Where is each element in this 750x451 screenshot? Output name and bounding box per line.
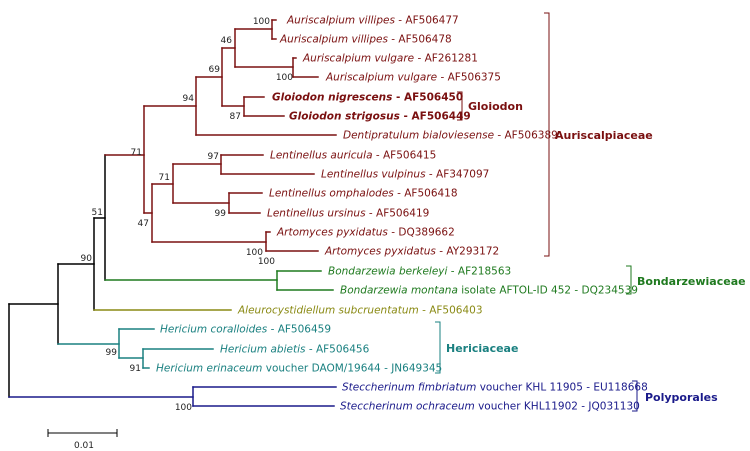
- taxon-label: Steccherinum fimbriatum voucher KHL 1190…: [342, 382, 648, 394]
- taxon-label: Hericium coralloides - AF506459: [160, 324, 331, 336]
- taxon-accession: - AF506478: [388, 34, 452, 46]
- taxon-species-name: Hericium coralloides: [160, 324, 268, 336]
- taxon-species-name: Steccherinum ochraceum: [340, 401, 475, 413]
- taxon-label: Gloiodon nigrescens - AF506450: [272, 92, 463, 104]
- taxon-label: Lentinellus ursinus - AF506419: [267, 208, 429, 220]
- clade-bracket: [457, 91, 463, 121]
- taxon-species-name: Artomyces pyxidatus: [324, 246, 436, 258]
- taxon-accession: - AF506450: [392, 92, 463, 104]
- taxon-accession: - AF506375: [437, 72, 501, 84]
- bootstrap-value: 94: [183, 94, 195, 104]
- clade-bracket: [435, 321, 441, 374]
- taxon-accession: voucher KHL11902 - JQ031130: [475, 401, 640, 413]
- taxon-accession: - AF506389: [494, 130, 558, 142]
- taxon-label: Lentinellus omphalodes - AF506418: [269, 188, 458, 200]
- taxon-label: Hericium abietis - AF506456: [220, 344, 370, 356]
- taxon-species-name: Hericium abietis: [220, 344, 306, 356]
- taxon-species-name: Lentinellus auricula: [270, 150, 373, 162]
- taxon-species-name: Gloiodon nigrescens: [272, 92, 392, 104]
- taxon-accession: - AF506415: [373, 150, 437, 162]
- bootstrap-value: 87: [230, 112, 241, 122]
- taxon-species-name: Auriscalpium vulgare: [325, 72, 437, 84]
- bootstrap-value: 100: [276, 73, 293, 83]
- taxon-label: Bondarzewia montana isolate AFTOL-ID 452…: [340, 285, 638, 297]
- taxon-accession: - AF347097: [426, 169, 490, 181]
- taxon-label: Auriscalpium vulgare - AF506375: [325, 72, 501, 84]
- bootstrap-value: 100: [175, 403, 192, 413]
- taxon-accession: - AF506419: [366, 208, 430, 220]
- clade-bracket: [626, 265, 632, 295]
- taxon-label: Steccherinum ochraceum voucher KHL11902 …: [340, 401, 640, 413]
- taxon-label: Lentinellus vulpinus - AF347097: [321, 169, 489, 181]
- taxon-accession: voucher KHL 11905 - EU118668: [476, 382, 647, 394]
- bootstrap-value: 100: [258, 257, 275, 267]
- taxon-label: Dentipratulum bialoviesense - AF506389: [343, 130, 558, 142]
- clade-bracket: [544, 12, 550, 257]
- taxon-label: Lentinellus auricula - AF506415: [270, 150, 436, 162]
- taxon-label: Auriscalpium vulgare - AF261281: [302, 53, 478, 65]
- taxon-label: Hericium erinaceum voucher DAOM/19644 - …: [156, 363, 442, 375]
- taxon-label: Aleurocystidiellum subcruentatum - AF506…: [237, 305, 483, 317]
- scale-bar-label: 0.01: [74, 441, 94, 451]
- taxon-label: Auriscalpium villipes - AF506477: [286, 15, 459, 27]
- taxon-label: Bondarzewia berkeleyi - AF218563: [328, 266, 511, 278]
- taxon-label: Artomyces pyxidatus - AY293172: [324, 246, 499, 258]
- bootstrap-value: 47: [138, 219, 149, 229]
- taxon-accession: - AF506418: [394, 188, 458, 200]
- taxon-species-name: Artomyces pyxidatus: [276, 227, 388, 239]
- taxon-accession: - DQ389662: [388, 227, 455, 239]
- taxon-accession: - AF506456: [305, 344, 369, 356]
- bootstrap-value: 100: [246, 248, 263, 258]
- bootstrap-value: 90: [81, 254, 93, 264]
- taxon-label: Gloiodon strigosus - AF506449: [289, 111, 471, 123]
- clade-bracket: [632, 380, 638, 412]
- bootstrap-value: 100: [253, 17, 270, 27]
- bootstrap-value: 69: [209, 65, 221, 75]
- taxon-species-name: Auriscalpium vulgare: [302, 53, 414, 65]
- taxon-accession: - AF506459: [267, 324, 331, 336]
- bootstrap-value: 91: [130, 364, 141, 374]
- taxon-species-name: Gloiodon strigosus: [289, 111, 400, 123]
- bootstrap-value: 71: [131, 148, 142, 158]
- taxon-species-name: Lentinellus vulpinus: [321, 169, 426, 181]
- bootstrap-value: 99: [215, 209, 227, 219]
- clade-label: Polyporales: [645, 391, 718, 404]
- bootstrap-value: 97: [208, 152, 219, 162]
- taxon-species-name: Auriscalpium villipes: [279, 34, 388, 46]
- taxon-species-name: Hericium erinaceum: [156, 363, 262, 375]
- taxon-species-name: Aleurocystidiellum subcruentatum: [237, 305, 419, 317]
- taxon-species-name: Bondarzewia berkeleyi: [328, 266, 448, 278]
- taxon-accession: - AF261281: [414, 53, 478, 65]
- taxon-species-name: Steccherinum fimbriatum: [342, 382, 476, 394]
- bootstrap-value: 71: [159, 173, 170, 183]
- taxon-accession: - AF218563: [447, 266, 511, 278]
- taxon-label: Artomyces pyxidatus - DQ389662: [276, 227, 455, 239]
- bootstrap-value: 51: [92, 208, 103, 218]
- taxon-species-name: Auriscalpium villipes: [286, 15, 395, 27]
- taxon-accession: - AF506449: [400, 111, 471, 123]
- clade-label: Bondarzewiaceae: [637, 275, 746, 288]
- clade-label: Gloiodon: [468, 100, 523, 113]
- taxon-species-name: Bondarzewia montana: [340, 285, 458, 297]
- taxon-species-name: Dentipratulum bialoviesense: [343, 130, 494, 142]
- taxon-species-name: Lentinellus ursinus: [267, 208, 366, 220]
- clade-label: Hericiaceae: [446, 342, 518, 355]
- clade-label: Auriscalpiaceae: [555, 129, 653, 142]
- bootstrap-value: 99: [106, 348, 118, 358]
- taxon-label: Auriscalpium villipes - AF506478: [279, 34, 452, 46]
- taxon-accession: - AY293172: [436, 246, 499, 258]
- taxon-accession: - AF506477: [395, 15, 459, 27]
- taxon-accession: voucher DAOM/19644 - JN649345: [262, 363, 442, 375]
- taxon-species-name: Lentinellus omphalodes: [269, 188, 394, 200]
- taxon-accession: isolate AFTOL-ID 452 - DQ234539: [458, 285, 638, 297]
- taxon-accession: - AF506403: [419, 305, 483, 317]
- bootstrap-value: 46: [221, 36, 233, 46]
